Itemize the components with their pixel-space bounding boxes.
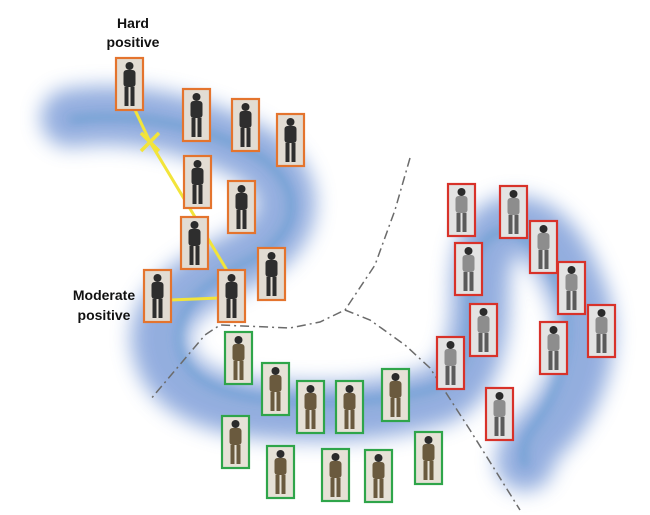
- boundary-line-top: [149, 157, 411, 401]
- pedestrian-icon: [462, 247, 475, 291]
- pedestrian-icon: [188, 221, 201, 265]
- pedestrian-icon: [304, 385, 317, 429]
- pedestrian-icon: [507, 190, 520, 234]
- pedestrian-icon: [422, 436, 435, 480]
- pedestrian-image: [468, 302, 499, 358]
- pedestrian-image: [446, 182, 477, 238]
- pedestrian-icon: [493, 392, 506, 436]
- pedestrian-icon: [444, 341, 457, 385]
- pedestrian-icon: [232, 336, 245, 380]
- pedestrian-image: [230, 97, 261, 153]
- pedestrian-icon: [477, 308, 490, 352]
- pedestrian-image: [256, 246, 287, 302]
- pedestrian-image: [181, 87, 212, 143]
- pedestrian-image: [556, 260, 587, 316]
- pedestrian-image: [484, 386, 515, 442]
- manifold-band-left: [41, 86, 469, 441]
- pedestrian-icon: [229, 420, 242, 464]
- pedestrian-image: [295, 379, 326, 435]
- pedestrian-icon: [191, 160, 204, 204]
- pedestrian-image: [413, 430, 444, 486]
- pedestrian-icon: [269, 367, 282, 411]
- moderate-positive-label-line2: positive: [78, 307, 131, 323]
- pedestrian-icon: [235, 185, 248, 229]
- pedestrian-icon: [372, 454, 385, 498]
- moderate-positive-label-line1: Moderate: [73, 287, 135, 303]
- pedestrian-image: [216, 268, 247, 324]
- image-frame: [182, 154, 213, 210]
- cross-mark-icon: [139, 131, 161, 153]
- pedestrian-icon: [329, 453, 342, 497]
- pedestrian-image: [453, 241, 484, 297]
- pedestrian-image: [114, 56, 145, 112]
- pedestrian-icon: [151, 274, 164, 318]
- decision-boundaries: [149, 157, 521, 511]
- green-cluster: [220, 330, 444, 504]
- pedestrian-icon: [190, 93, 203, 137]
- pedestrian-icon: [284, 118, 297, 162]
- pedestrian-image: [586, 303, 617, 359]
- pedestrian-image: [260, 361, 291, 417]
- pedestrian-icon: [343, 385, 356, 429]
- hard-positive-label-line1: Hard: [117, 15, 149, 31]
- pedestrian-icon: [239, 103, 252, 147]
- cross-stroke-b: [139, 131, 161, 153]
- pedestrian-icon: [123, 62, 136, 106]
- moderate-positive-link: [169, 296, 221, 302]
- image-frame: [468, 302, 499, 358]
- pedestrian-icon: [455, 188, 468, 232]
- pedestrian-image: [363, 448, 394, 504]
- pedestrian-image: [435, 335, 466, 391]
- pedestrian-icon: [547, 326, 560, 370]
- pedestrian-image: [528, 219, 559, 275]
- image-frame: [114, 56, 145, 112]
- orange-cluster: [114, 56, 306, 324]
- pedestrian-image: [142, 268, 173, 324]
- pedestrian-icon: [265, 252, 278, 296]
- red-cluster: [435, 182, 617, 442]
- boundary-line-right: [344, 309, 521, 511]
- pedestrian-icon: [389, 373, 402, 417]
- pedestrian-image: [179, 215, 210, 271]
- pedestrian-image: [320, 447, 351, 503]
- pedestrian-icon: [274, 450, 287, 494]
- pedestrian-icon: [537, 225, 550, 269]
- hard-positive-label-line2: positive: [107, 34, 160, 50]
- pedestrian-image: [220, 414, 251, 470]
- pedestrian-image: [538, 320, 569, 376]
- pedestrian-image: [226, 179, 257, 235]
- pedestrian-icon: [565, 266, 578, 310]
- pedestrian-image: [334, 379, 365, 435]
- pedestrian-icon: [595, 309, 608, 353]
- pedestrian-image: [275, 112, 306, 168]
- pedestrian-image: [265, 444, 296, 500]
- pedestrian-image: [498, 184, 529, 240]
- pedestrian-icon: [225, 274, 238, 318]
- pedestrian-image: [182, 154, 213, 210]
- pedestrian-image: [223, 330, 254, 386]
- pedestrian-image: [380, 367, 411, 423]
